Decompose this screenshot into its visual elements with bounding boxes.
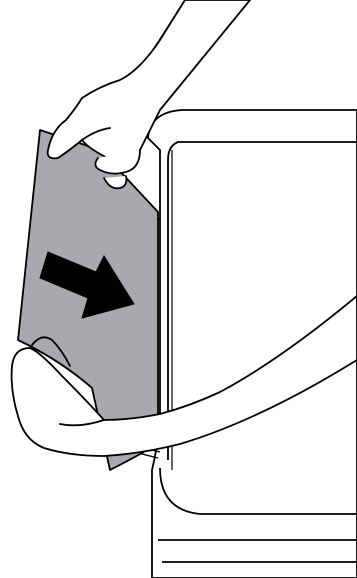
illustration-canvas — [0, 0, 357, 578]
instruction-illustration — [0, 0, 357, 578]
